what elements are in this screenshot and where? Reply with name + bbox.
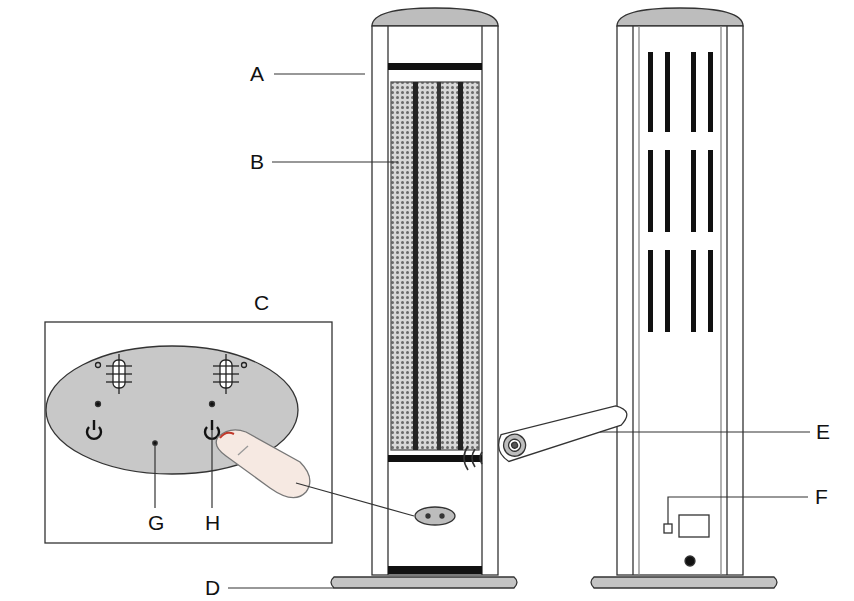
control-panel-inset-part-part [96,363,101,368]
callout-letter: D [205,577,220,598]
front-tower-part [415,507,455,525]
front-tower-part [458,82,463,450]
control-panel-inset-part [210,402,215,407]
control-panel-inset-part [220,433,234,438]
back-tower-part-part [691,250,696,332]
control-panel-inset-part-part [93,420,95,430]
back-tower-part-part [665,52,670,132]
callout-letter: B [250,151,264,172]
control-panel-inset-part-part [225,354,226,394]
leader-lines-part [228,587,334,588]
front-tower-part [426,514,430,518]
leader-lines-part [600,431,810,432]
front-tower-part [481,26,482,575]
front-tower-part [388,566,482,574]
back-tower-part-part [665,150,670,232]
back-tower-part [720,26,721,575]
front-tower-part [372,26,498,575]
back-tower-part-part [648,250,653,332]
back-tower-part-part [691,52,696,132]
leader-lines [155,74,810,588]
front-tower-part [388,63,482,70]
leader-lines-part [154,445,155,508]
back-tower-part [664,524,672,533]
remote-control-part-part [472,449,475,467]
back-tower-part-part [665,250,670,332]
back-tower-part-part [648,52,653,132]
callout-letter: C [254,292,269,313]
remote-control [464,400,630,470]
front-tower-part [372,8,498,26]
control-panel-inset-part-part [118,354,119,394]
back-tower-part-part [691,150,696,232]
remote-control-part [464,446,482,470]
remote-control-part-part [480,452,482,464]
control-panel-inset-part [153,441,157,445]
back-tower-part [617,8,743,26]
back-tower-part [591,577,777,588]
callout-letter: G [148,512,164,533]
control-panel-inset-part-part [211,420,213,430]
control-panel-inset-part [96,354,247,394]
control-panel-inset-part [216,430,310,498]
callout-letter: A [250,63,264,84]
front-tower-part [437,82,441,450]
callout-letter: H [205,512,220,533]
leader-lines-part [668,497,808,524]
leader-lines-part [296,483,414,516]
back-tower-part-part [708,150,713,232]
back-tower [591,8,777,588]
control-panel-inset [45,322,332,543]
remote-control-part-part [507,438,522,453]
back-tower-part-part [708,250,713,332]
control-panel-inset-part [45,322,332,543]
front-tower-part [388,455,482,462]
remote-control-part-part [464,446,468,470]
control-panel-inset-part-part [242,363,247,368]
back-tower-part [726,26,727,575]
back-tower-part [638,26,639,575]
front-tower-part [391,82,479,450]
control-panel-inset-part [238,446,248,455]
back-tower-part [685,556,695,566]
leader-lines-part [211,430,212,508]
leader-lines-part [274,73,365,74]
control-panel-inset-part [87,420,219,439]
callout-letter: E [816,421,830,442]
back-tower-part-part [708,52,713,132]
remote-control-part-part [501,432,528,459]
control-panel-inset-part [96,402,101,407]
front-tower-part [331,577,517,588]
back-tower-part [679,515,709,537]
remote-control-part-part [511,442,518,449]
front-tower-part [387,26,388,575]
back-tower-part-part [648,150,653,232]
callout-letter: F [815,486,828,507]
front-tower-part [413,82,418,450]
remote-control-part-part [495,400,630,463]
back-tower-part [648,52,713,332]
remote-control-part [495,400,630,463]
leader-lines-part [272,161,398,162]
front-tower-part [440,514,444,518]
back-tower-part [617,26,743,575]
back-tower-part [632,26,633,575]
